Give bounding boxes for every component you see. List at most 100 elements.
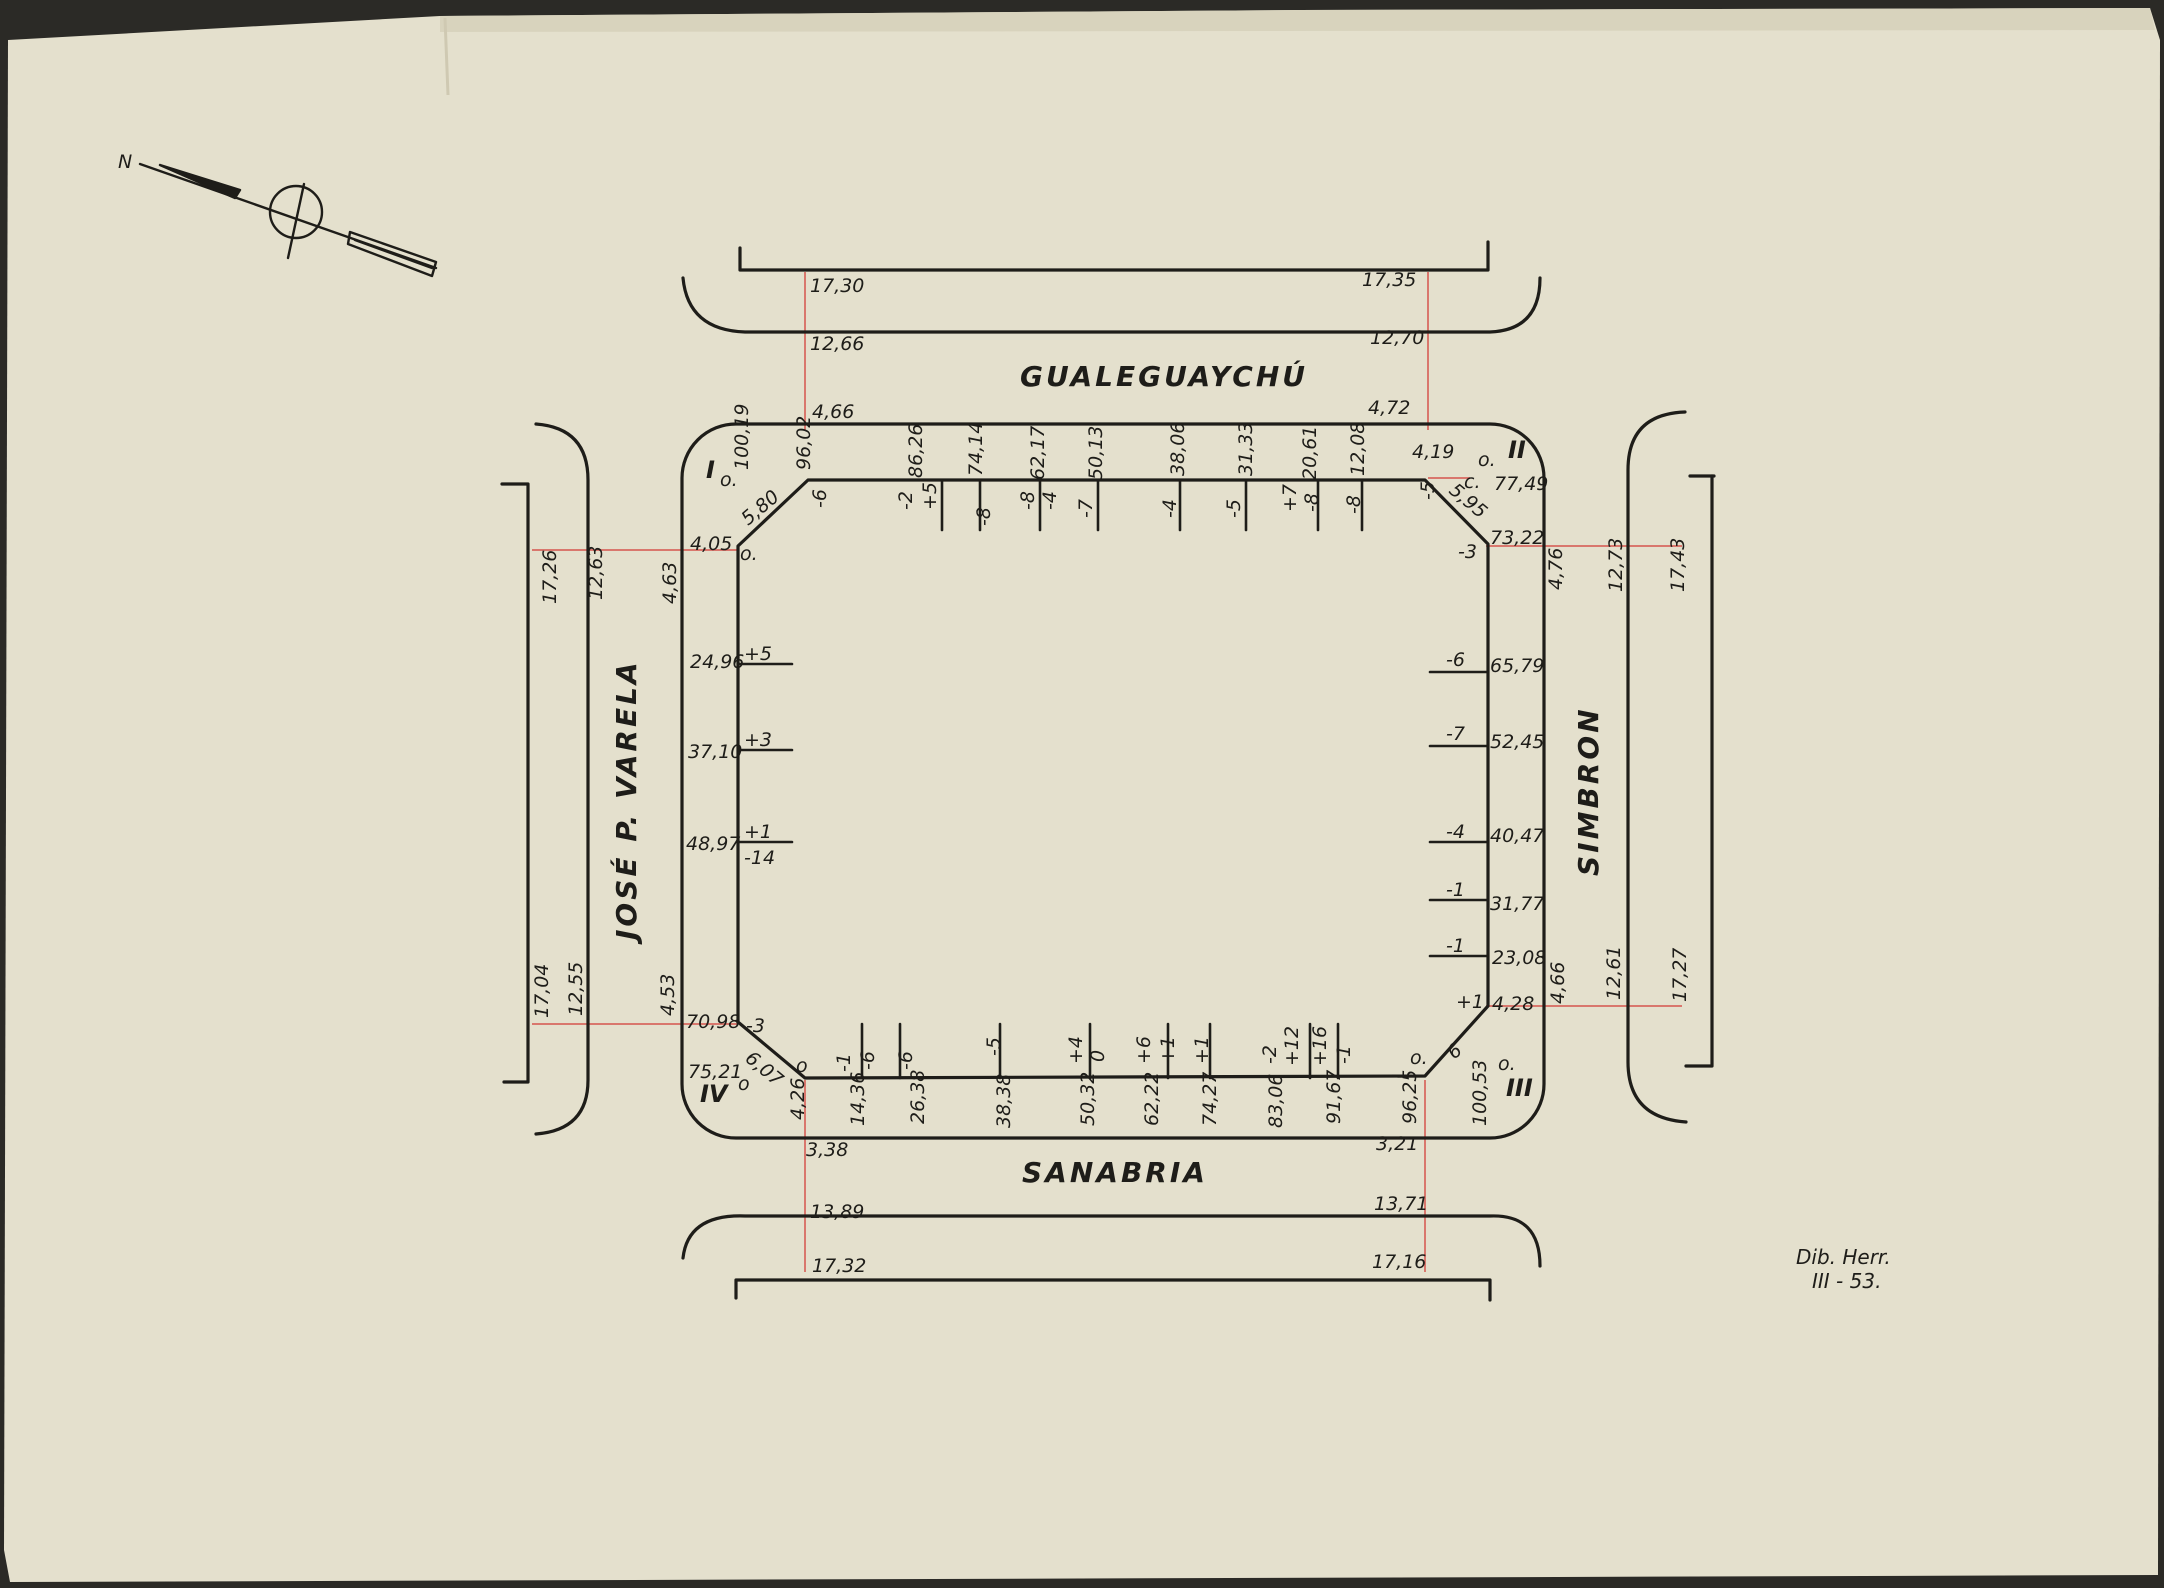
level-label: +3 [744,729,772,751]
distance-label: 31,77 [1490,893,1544,915]
level-label: 0 [1087,1050,1109,1062]
corner-label: II [1508,436,1526,464]
level-label: -4 [1446,821,1465,843]
distance-label: 38,06 [1167,422,1189,476]
level-label: -6 [857,1051,879,1070]
street-name-bottom: SANABRIA [1022,1156,1208,1189]
level-label: -6 [809,489,831,508]
corner-label: III [1506,1074,1533,1102]
offset-label: 17,30 [810,275,864,297]
zero-mark: c. [1464,471,1481,493]
level-label: +16 [1309,1026,1331,1066]
level-label: -2 [895,491,917,510]
distance-label: 4,26 [787,1078,809,1120]
north-arrow-icon [138,162,438,278]
block-outline [680,422,1546,1140]
distance-label: 4,05 [690,533,732,555]
distance-label: 100,19 [731,404,753,470]
distance-label: 40,47 [1490,825,1544,847]
level-label: -6 [895,1051,917,1070]
level-label: -5 [983,1037,1005,1056]
zero-mark: o [796,1055,808,1077]
offset-label: 12,61 [1603,946,1625,1000]
distance-label: 100,53 [1469,1060,1491,1126]
distance-label: 31,33 [1235,422,1257,476]
level-label: +6 [1133,1036,1155,1064]
level-label: +5 [919,482,941,510]
level-label: -14 [744,847,775,869]
level-label: -2 [1259,1045,1281,1064]
offset-label: 13,71 [1374,1193,1428,1215]
distance-label: 74,14 [965,422,987,476]
paper [4,8,2160,1582]
offset-label: 4,66 [1547,962,1569,1004]
offset-label: 17,04 [531,964,553,1018]
offset-label: 12,55 [565,962,587,1016]
level-label: +12 [1281,1026,1303,1066]
curbs [500,240,1716,1302]
level-label: -7 [1075,499,1097,518]
level-label: +1 [1157,1036,1179,1064]
corner-label: I [706,456,715,484]
offset-label: 17,27 [1669,948,1691,1002]
corner-label: IV [700,1080,730,1108]
level-label: -8 [1017,491,1039,510]
level-label: -5 [1223,499,1245,518]
offset-label: 4,66 [812,401,854,423]
zero-mark: o [738,1073,750,1095]
distance-label: 86,26 [905,424,927,478]
offset-label: 4,76 [1545,548,1567,590]
distance-label: 91,67 [1323,1070,1345,1124]
offset-label: 4,63 [659,562,681,604]
level-label: -3 [746,1015,765,1037]
level-label: -7 [1446,723,1465,745]
street-name-left: JOSÉ P. VARELA [609,659,643,945]
distance-label: 77,49 [1494,473,1548,495]
level-label: -5 [1417,481,1439,500]
reference-lines [532,272,1682,1272]
level-label: +1 [1191,1036,1213,1064]
level-ticks [736,478,1490,1080]
level-label: +7 [1279,484,1301,512]
level-label: -4 [1039,491,1061,510]
offset-label: 3,38 [806,1139,848,1161]
offset-label: 12,66 [810,333,864,355]
level-label: -8 [1343,495,1365,514]
level-label: -1 [833,1053,855,1072]
distance-label: 96,02 [793,416,815,470]
level-label: -8 [973,507,995,526]
level-label: -3 [1458,541,1477,563]
zero-mark: o. [1498,1053,1516,1075]
level-label: -6 [1446,649,1465,671]
level-label: -8 [1301,493,1323,512]
distance-label: 65,79 [1490,655,1544,677]
zero-mark: o. [1410,1047,1428,1069]
distance-label: 4,28 [1492,993,1534,1015]
level-label: -1 [1333,1045,1355,1064]
distance-label: 38,38 [993,1074,1015,1128]
offset-label: 13,89 [810,1201,864,1223]
distance-label: 50,32 [1077,1072,1099,1126]
distance-label: 48,97 [686,833,740,855]
distance-label: 12,08 [1347,422,1369,476]
zero-mark: o. [1478,449,1496,471]
distance-label: 70,98 [686,1011,740,1033]
distance-label: 24,96 [690,651,744,673]
level-label: +1 [744,821,772,843]
level-label: -1 [1446,879,1465,901]
distance-label: 37,10 [688,741,742,763]
offset-label: 17,16 [1372,1251,1426,1273]
distance-label: 26,38 [907,1070,929,1124]
distance-label: 96,25 [1399,1070,1421,1124]
offset-label: 3,21 [1376,1133,1418,1155]
offset-label: 4,72 [1368,397,1410,419]
level-label: +1 [1456,991,1484,1013]
offset-label: 17,43 [1667,538,1689,592]
distance-label: 62,17 [1027,426,1049,480]
distance-label: 62,22 [1141,1072,1163,1126]
street-name-right: SIMBRON [1572,706,1605,876]
offset-label: 12,73 [1605,538,1627,592]
offset-label: 17,26 [539,550,561,604]
distance-label: 20,61 [1299,426,1321,480]
zero-mark: o. [720,469,738,491]
